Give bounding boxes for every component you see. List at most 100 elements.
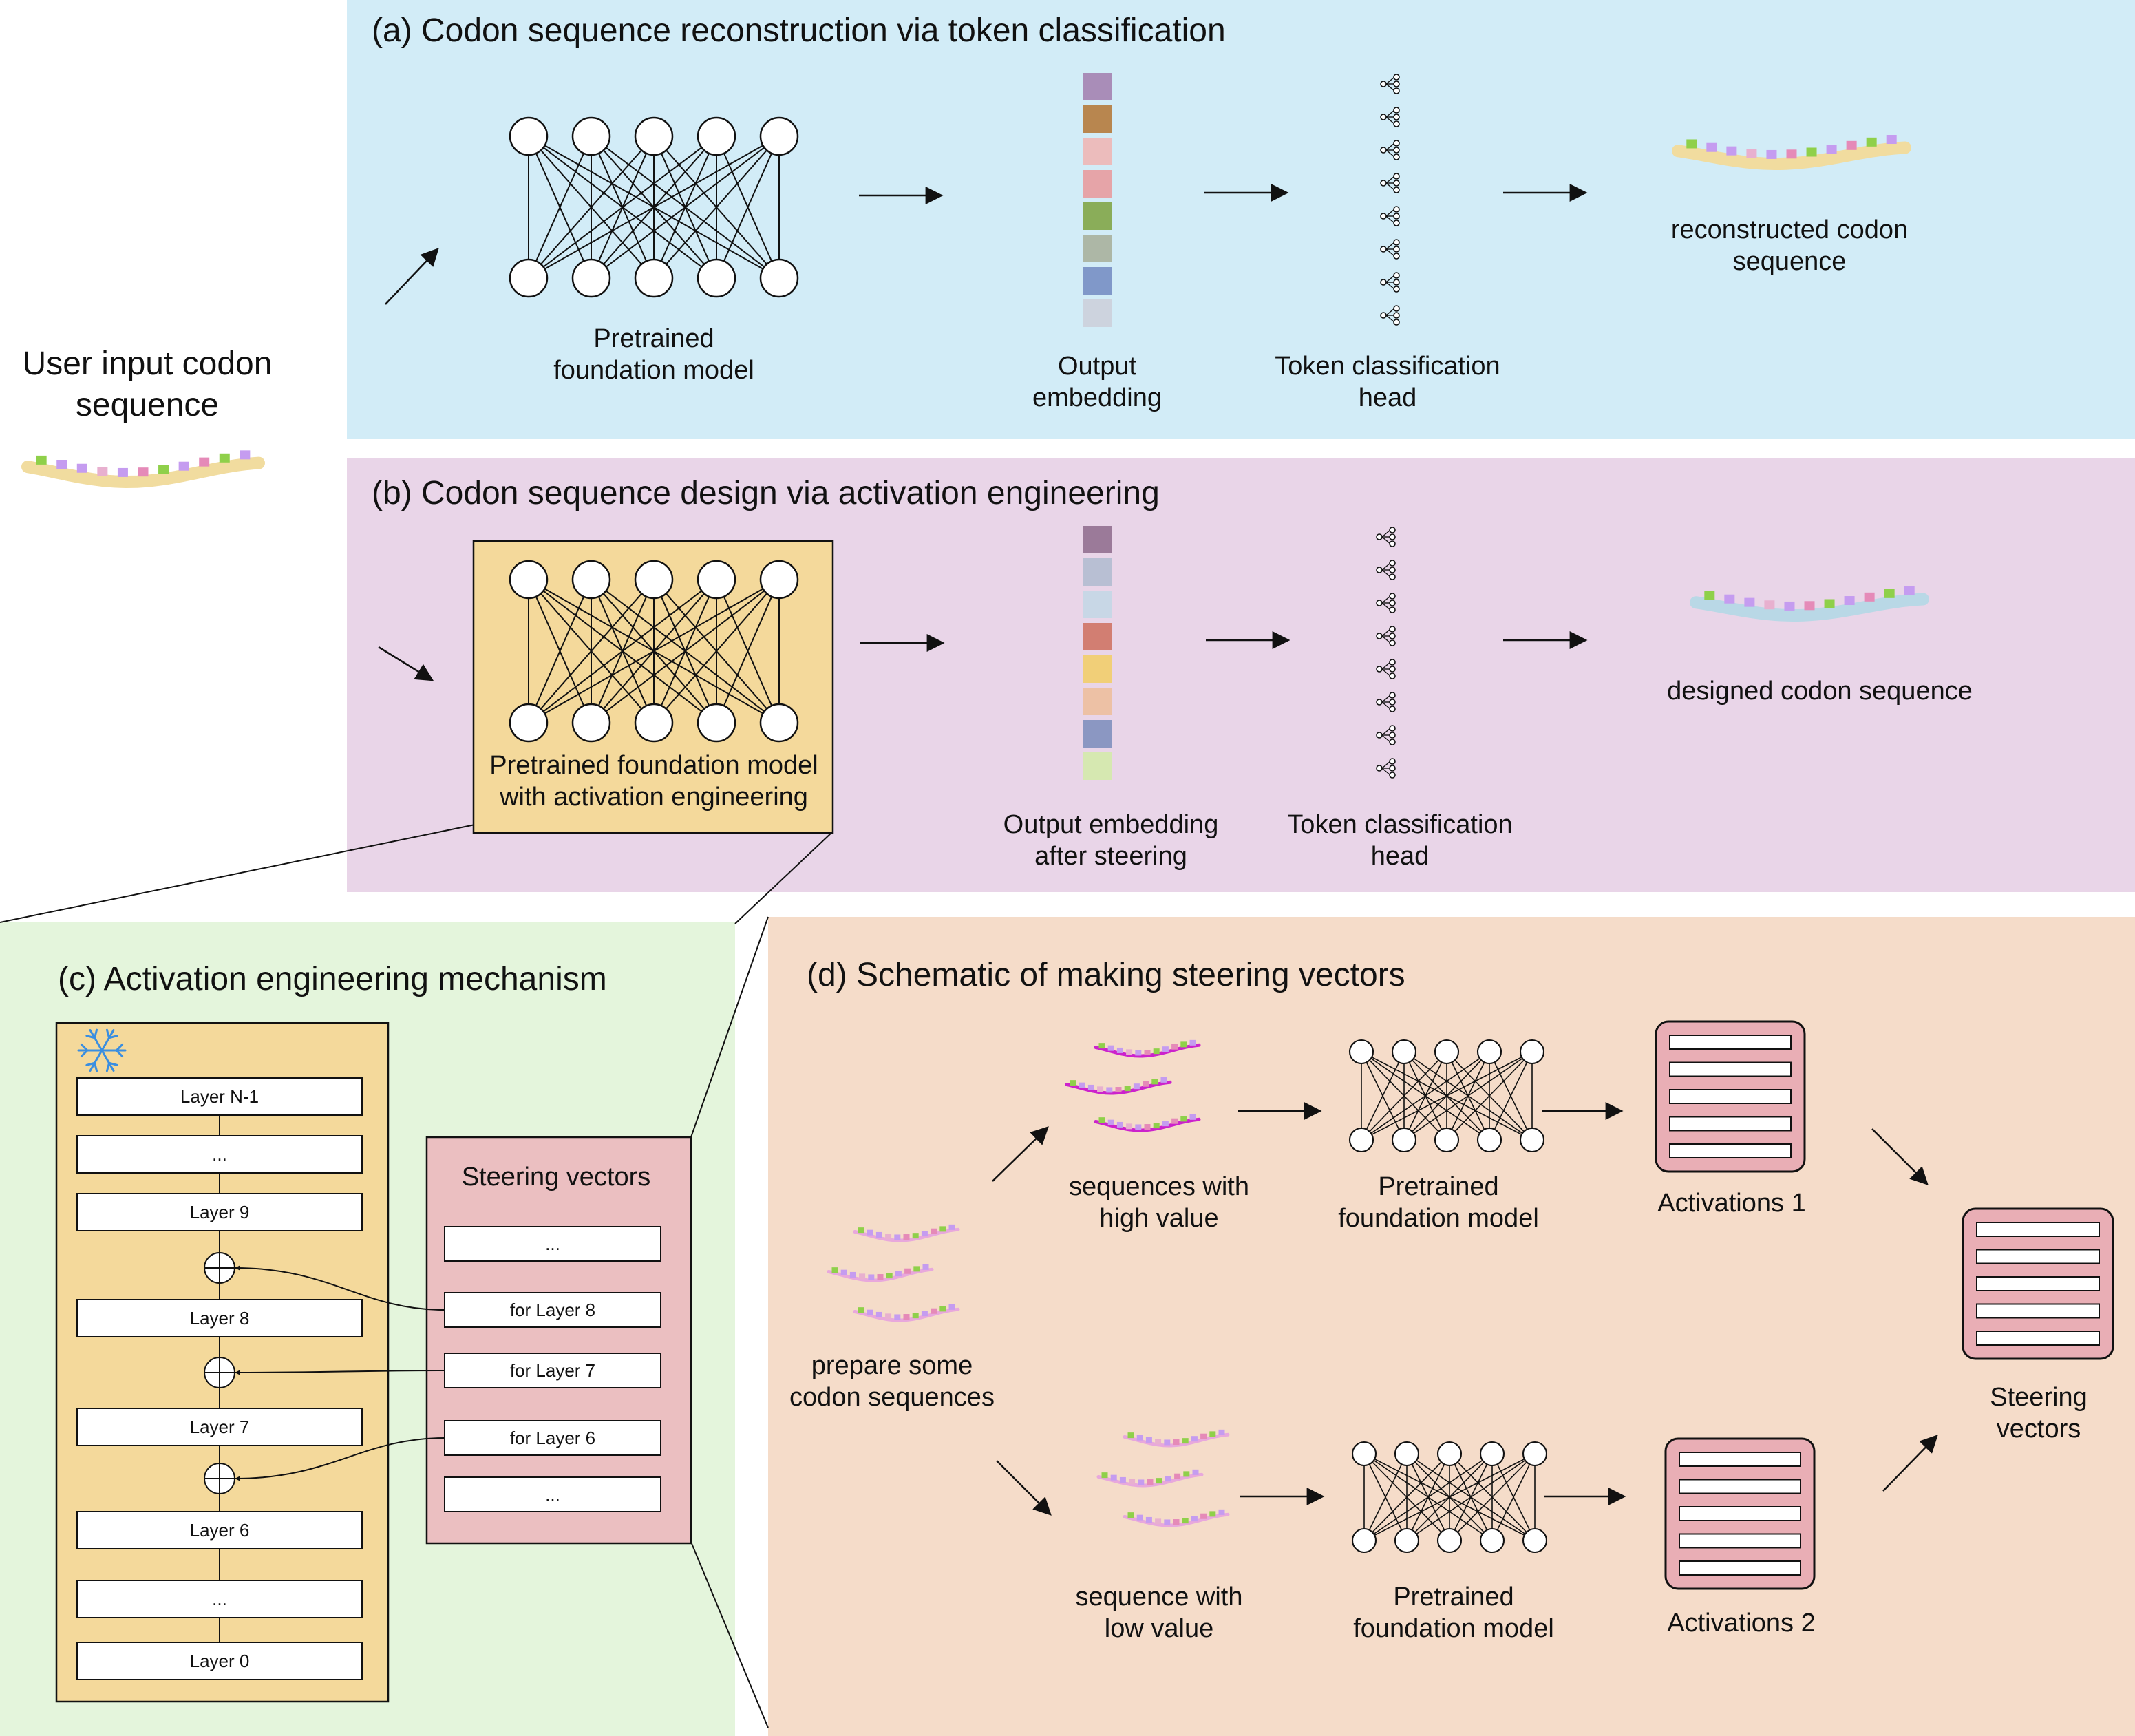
codon-tick (1165, 1476, 1171, 1482)
codon-tick (1766, 149, 1777, 159)
codon-tick (1079, 1082, 1085, 1088)
codon-tick (894, 1234, 901, 1240)
classifier-icon (1380, 239, 1400, 260)
embedding-cell (1083, 105, 1112, 133)
classifier-icon (1376, 692, 1396, 712)
codon-tick (1826, 145, 1837, 154)
neuron (1519, 1039, 1545, 1065)
panel-a-output-label-2: sequence (1732, 247, 1847, 276)
codon-tick (1116, 1047, 1123, 1053)
embedding-cell (1083, 138, 1112, 165)
prepare-label-2: codon sequences (789, 1383, 995, 1412)
codon-tick (840, 1269, 847, 1275)
codon-tick (1209, 1511, 1216, 1517)
strand-backbone (1096, 1472, 1204, 1488)
codon-tick (1133, 1083, 1140, 1090)
activations-1-stack (1655, 1020, 1806, 1173)
neuron (697, 560, 736, 600)
embedding-cell (1083, 267, 1112, 295)
panel-a-embedding-column (1083, 73, 1112, 327)
neuron (1394, 1441, 1420, 1467)
codon-tick (1164, 1519, 1171, 1525)
layer-box (76, 1642, 363, 1680)
zoom-line-left (0, 824, 476, 923)
codon-tick (1904, 586, 1915, 596)
arrow-d-act1-to-steering (1871, 1128, 1929, 1185)
activation-row (1669, 1116, 1792, 1132)
codon-tick (1884, 589, 1895, 598)
panel-a-background (347, 0, 2135, 439)
net-edge (1489, 1051, 1533, 1141)
strand-backbone (1094, 1117, 1201, 1132)
codon-tick (877, 1274, 884, 1280)
panel-b-model-label-1: Pretrained foundation model (489, 751, 818, 780)
codon-tick (1784, 601, 1795, 611)
codon-tick (1106, 1087, 1113, 1093)
panel-b-model-label-2: with activation engineering (500, 783, 808, 812)
panel-d-neural-net-top (1348, 1039, 1545, 1153)
classifier-icon (1380, 206, 1400, 226)
zoom-line-steer-top (690, 916, 769, 1138)
codon-tick (1844, 596, 1855, 606)
neuron (1434, 1039, 1460, 1065)
strand-backbone (1065, 1080, 1172, 1095)
layer-label: ... (212, 1144, 227, 1165)
neuron (1476, 1039, 1502, 1065)
strand-backbone (827, 1267, 934, 1282)
steering-injection-arrow (235, 1370, 445, 1375)
codon-tick (913, 1266, 920, 1272)
codon-tick (1182, 1518, 1189, 1524)
neuron (1479, 1527, 1505, 1554)
codon-tick (1164, 1439, 1171, 1446)
neuron (1391, 1039, 1417, 1065)
codon-tick (1136, 1435, 1143, 1441)
codon-tick (1218, 1509, 1225, 1515)
layer-box (76, 1299, 363, 1337)
steering-injection-arrow (235, 1265, 445, 1311)
neuron (571, 258, 611, 298)
net-edge (528, 136, 655, 279)
classifier-icon (1376, 593, 1396, 613)
layer-label: Layer 8 (189, 1308, 250, 1329)
codon-tick (875, 1311, 882, 1317)
classifier-icon (1380, 140, 1400, 160)
codon-tick (1160, 1077, 1167, 1083)
codon-tick (885, 1313, 892, 1320)
neuron (1351, 1441, 1377, 1467)
panel-c-title: (c) Activation engineering mechanism (58, 961, 607, 997)
classifier-icon (1380, 173, 1400, 193)
codon-tick (1153, 1048, 1160, 1055)
codon-tick (1726, 146, 1737, 156)
codon-tick (1155, 1439, 1162, 1445)
codon-tick (912, 1313, 919, 1319)
strand-backbone (1672, 141, 1911, 170)
steering-injection-arrow (235, 1437, 445, 1481)
codon-tick (1138, 1479, 1145, 1485)
activation-row (1679, 1533, 1801, 1549)
embedding-cell (1083, 623, 1112, 650)
neuron (1348, 1127, 1374, 1153)
codon-tick (178, 461, 189, 471)
steering-vector-label: for Layer 6 (509, 1428, 596, 1448)
activations-1-label: Activations 1 (1657, 1189, 1806, 1218)
codon-tick (1189, 1114, 1196, 1120)
activation-row (1669, 1061, 1792, 1077)
steering-vectors-output-label-1: Steering (1990, 1383, 2088, 1412)
codon-tick (921, 1311, 928, 1317)
panel-b-head-label-2: head (1370, 842, 1430, 871)
net-edge (528, 136, 592, 279)
zoom-line-right (734, 831, 833, 924)
codon-tick (1866, 137, 1877, 147)
strand-backbone (853, 1307, 960, 1322)
strand-backbone (1690, 593, 1929, 622)
codon-tick (885, 1234, 892, 1240)
panel-d-title: (d) Schematic of making steering vectors (807, 957, 1405, 993)
neuron (1394, 1527, 1420, 1554)
codon-tick (904, 1268, 911, 1274)
codon-tick (56, 460, 67, 469)
high-value-strand-1 (1094, 1039, 1201, 1058)
neuron (1522, 1441, 1548, 1467)
codon-tick (1706, 142, 1717, 152)
codon-tick (939, 1226, 946, 1232)
codon-tick (886, 1273, 893, 1279)
